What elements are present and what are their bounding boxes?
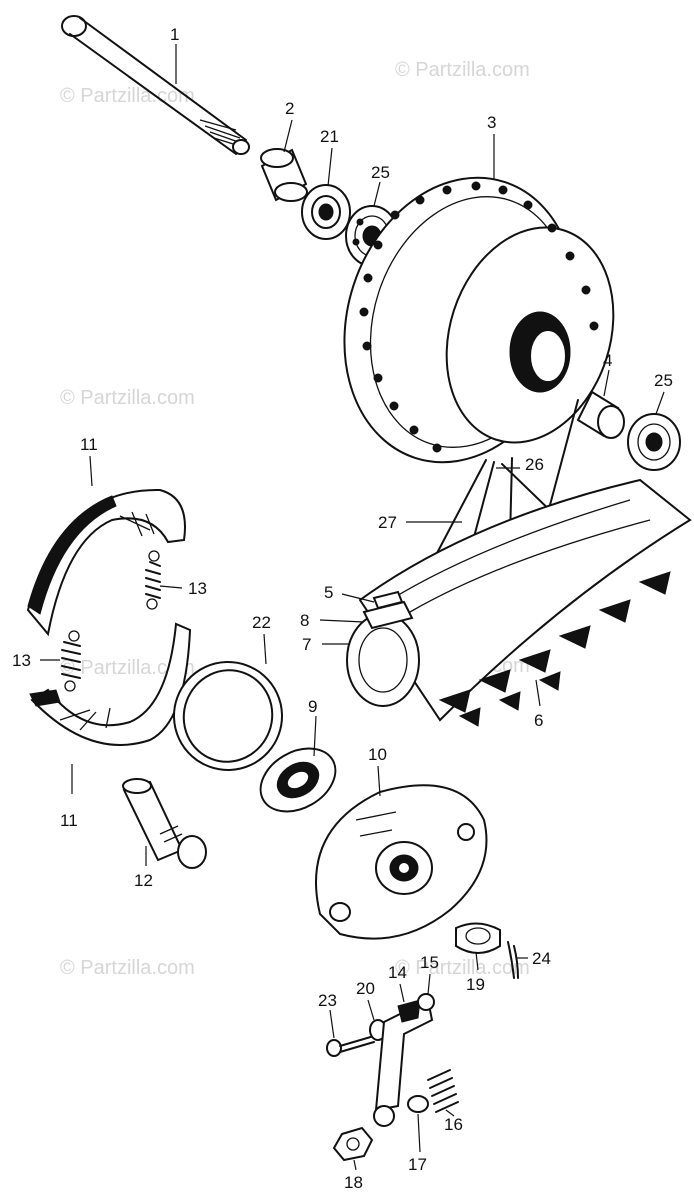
part-1-axle (61, 15, 250, 155)
callout-8: 8 (300, 611, 309, 630)
part-4-distance-collar (576, 390, 625, 439)
watermark-text: © Partzilla.com (395, 957, 530, 979)
part-11-brake-shoe-lower (29, 622, 192, 746)
callout-23: 23 (318, 991, 337, 1010)
callout-24: 24 (532, 949, 551, 968)
callout-16: 16 (444, 1115, 463, 1134)
callout-27: 27 (378, 513, 397, 532)
part-21-oil-seal (301, 184, 351, 240)
callout-13: 13 (188, 579, 207, 598)
part-17-spacer (407, 1095, 429, 1113)
watermark-text: © Partzilla.com (60, 387, 195, 409)
callout-15: 15 (420, 953, 439, 972)
callout-19: 19 (466, 975, 485, 994)
part-13-spring-lower (61, 630, 81, 692)
watermark-text: © Partzilla.com (60, 657, 195, 679)
callout-12: 12 (134, 871, 153, 890)
callout-7: 7 (302, 635, 311, 654)
callout-3: 3 (487, 113, 496, 132)
callout-9: 9 (308, 697, 317, 716)
part-24-cotter-pin (507, 941, 519, 979)
part-22-seal-ring (173, 661, 283, 771)
watermark-text: © Partzilla.com (395, 59, 530, 81)
part-9-gear (259, 747, 337, 813)
hub-spoke-holes (359, 181, 599, 453)
callout-25: 25 (371, 163, 390, 182)
callout-22: 22 (252, 613, 271, 632)
part-6-tire (346, 478, 692, 727)
part-12-brake-cam (122, 778, 207, 869)
callout-6: 6 (534, 711, 543, 730)
leader-lines (40, 44, 665, 1171)
part-23-bolt (326, 1035, 375, 1057)
callout-1: 1 (170, 25, 179, 44)
callout-11: 11 (60, 811, 78, 830)
part-2-collar (260, 148, 308, 202)
watermark-text: © Partzilla.com (60, 85, 195, 107)
part-26-27-spokes (425, 399, 579, 583)
callout-11: 11 (80, 435, 98, 454)
callout-14: 14 (388, 963, 407, 982)
part-19-fitting (455, 922, 501, 954)
callout-2: 2 (285, 99, 294, 118)
part-18-nut (332, 1126, 374, 1162)
callout-5: 5 (324, 583, 333, 602)
callout-4: 4 (603, 351, 612, 370)
part-13-spring-upper (145, 550, 161, 610)
part-3-hub (343, 176, 615, 464)
part-10-brake-panel (315, 784, 488, 940)
callout-10: 10 (368, 745, 387, 764)
part-25-bearing-lower (627, 413, 681, 471)
callout-26: 26 (525, 455, 544, 474)
callout-20: 20 (356, 979, 375, 998)
part-11-brake-shoe-upper (26, 488, 186, 637)
part-14-15-brake-arm (373, 993, 435, 1127)
callout-labels: 1 2 21 25 3 4 25 26 27 11 13 13 11 5 8 7… (12, 25, 673, 1192)
callout-18: 18 (344, 1173, 363, 1192)
callout-13: 13 (12, 651, 31, 670)
callout-21: 21 (320, 127, 339, 146)
callout-17: 17 (408, 1155, 427, 1174)
callout-25: 25 (654, 371, 673, 390)
watermark-text: © Partzilla.com (60, 957, 195, 979)
part-16-spring (427, 1069, 459, 1113)
